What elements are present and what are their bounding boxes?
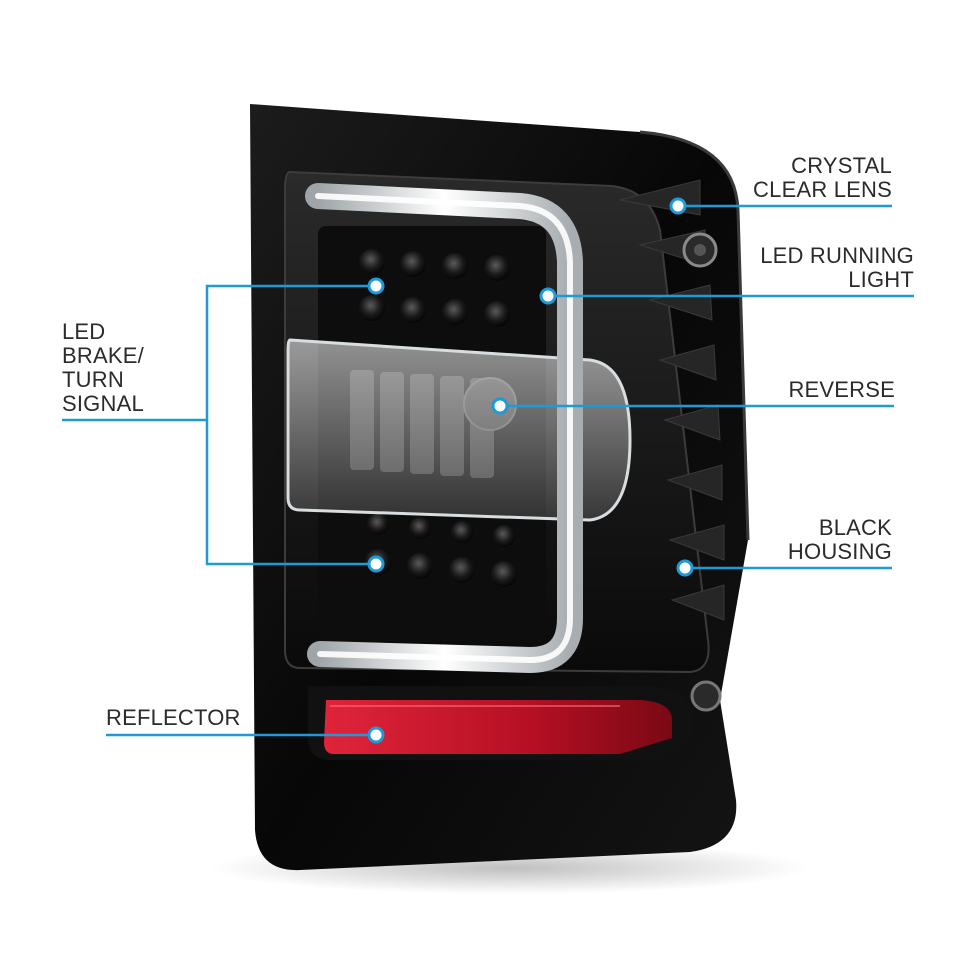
callout-lines xyxy=(62,204,914,737)
callout-dots xyxy=(367,197,694,744)
reflector xyxy=(324,700,672,754)
led-array-bottom xyxy=(365,513,517,587)
label-led-brake-turn-signal: LED BRAKE/ TURN SIGNAL xyxy=(62,319,144,416)
led-array-top xyxy=(359,249,510,327)
label-black-housing: BLACK HOUSING xyxy=(787,515,892,564)
screw-bottom xyxy=(690,680,722,712)
label-crystal-clear-lens: CRYSTAL CLEAR LENS xyxy=(753,153,892,202)
crystal-clear-lens xyxy=(286,338,632,522)
label-reflector: REFLECTOR xyxy=(106,705,241,730)
screw-top-center xyxy=(694,244,706,256)
label-led-running-light: LED RUNNING LIGHT xyxy=(760,243,914,292)
housing-edge xyxy=(639,130,750,541)
label-reverse: REVERSE xyxy=(788,377,895,402)
